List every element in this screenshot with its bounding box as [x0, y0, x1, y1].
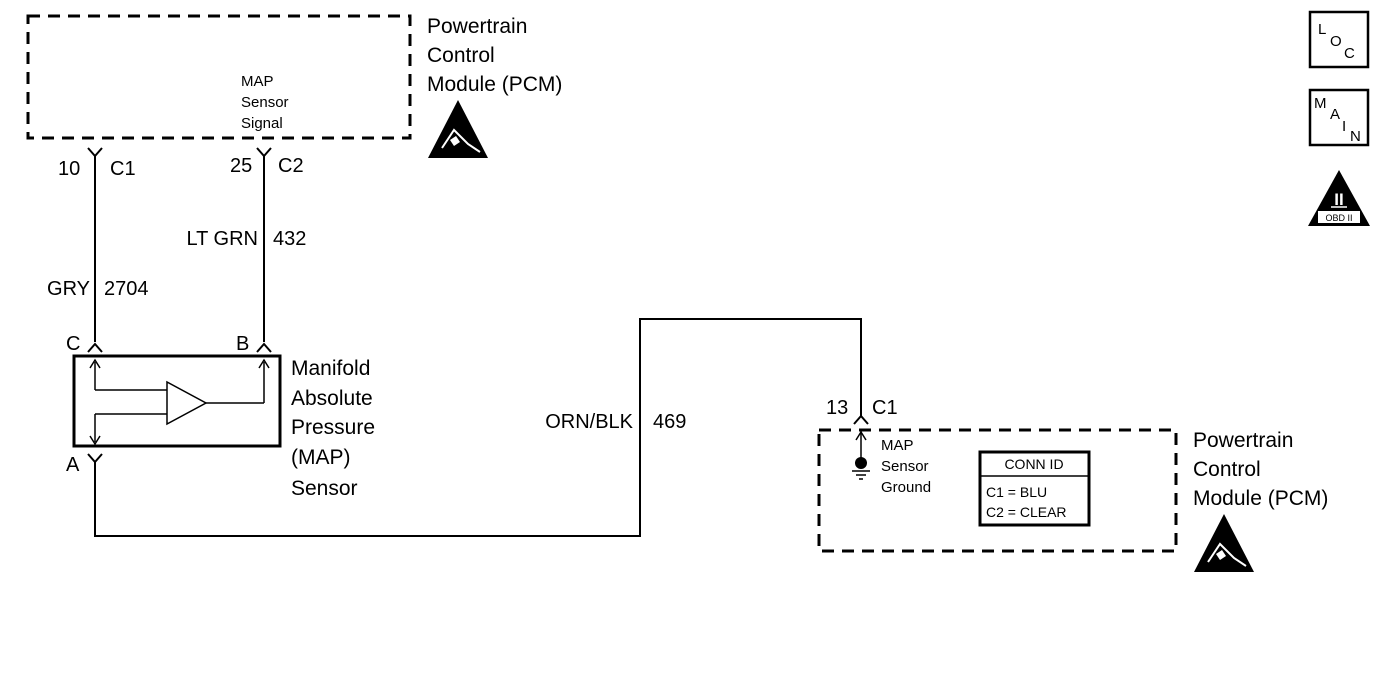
loc-letter-c: C — [1344, 45, 1355, 62]
main-letter-m: M — [1314, 95, 1327, 112]
pcm-bottom-title-3: Module (PCM) — [1193, 487, 1328, 510]
conn-id-row-1: C1 = BLU — [986, 484, 1047, 500]
sensor-pin-c-connector — [87, 342, 103, 353]
pcm-top-box — [26, 14, 412, 140]
main-letter-n: N — [1350, 128, 1361, 145]
wire-ornblk-469 — [94, 318, 862, 537]
sensor-pin-a-connector — [87, 453, 103, 464]
wire-gry-color: GRY — [47, 278, 90, 300]
conn-id-table — [978, 450, 1091, 527]
main-letter-a: A — [1330, 106, 1340, 123]
pcm-top-title-3: Module (PCM) — [427, 73, 562, 96]
obd-ii-icon[interactable]: II OBD II — [1308, 170, 1370, 226]
pcm-ground-label-2: Sensor — [881, 458, 929, 475]
main-badge[interactable]: M A I N — [1308, 88, 1370, 147]
wire-gry-circuit: 2704 — [104, 278, 149, 300]
wire-ltgrn-color: LT GRN — [187, 228, 259, 250]
pcm-signal-label-3: Signal — [241, 115, 283, 132]
sensor-pin-a-label: A — [66, 454, 80, 476]
pcm-top-title-1: Powertrain — [427, 15, 527, 38]
loc-letter-o: O — [1330, 33, 1342, 50]
amplifier-symbol — [89, 358, 270, 446]
pin-13-connector — [853, 414, 869, 425]
main-letter-i: I — [1342, 118, 1346, 135]
loc-badge[interactable]: L O C — [1308, 10, 1370, 69]
sensor-name-4: (MAP) — [291, 446, 351, 469]
conn-id-row-2: C2 = CLEAR — [986, 504, 1067, 520]
esd-warning-icon — [428, 100, 488, 158]
sensor-name-3: Pressure — [291, 416, 375, 439]
pin-10-number: 10 — [58, 158, 80, 180]
pcm-bottom-title-1: Powertrain — [1193, 429, 1293, 452]
pcm-top-title-2: Control — [427, 44, 495, 67]
pin-10-connector — [87, 147, 103, 158]
sensor-pin-b-label: B — [236, 333, 249, 355]
pcm-bottom-title-2: Control — [1193, 458, 1261, 481]
sensor-name-2: Absolute — [291, 387, 373, 410]
pcm-signal-label-2: Sensor — [241, 94, 289, 111]
pin-10-conn: C1 — [110, 158, 136, 180]
sensor-pin-b-connector — [256, 342, 272, 353]
wire-ornblk-circuit: 469 — [653, 411, 686, 433]
wire-ltgrn-circuit: 432 — [273, 228, 306, 250]
wire-ornblk-color: ORN/BLK — [545, 411, 633, 433]
esd-warning-icon — [1194, 514, 1254, 572]
map-sensor-box — [72, 354, 282, 448]
pin-13-number: 13 — [826, 397, 848, 419]
pin-25-conn: C2 — [278, 155, 304, 177]
sensor-name-5: Sensor — [291, 477, 358, 500]
conn-id-header: CONN ID — [1004, 456, 1063, 472]
pin-25-number: 25 — [230, 155, 252, 177]
pcm-ground-label-1: MAP — [881, 437, 914, 454]
ground-symbol-icon — [852, 430, 870, 480]
sensor-pin-c-label: C — [66, 333, 80, 355]
obd-ii-symbol: II — [1334, 190, 1343, 209]
obd-ii-label: OBD II — [1325, 213, 1352, 223]
loc-letter-l: L — [1318, 21, 1326, 38]
pin-13-conn: C1 — [872, 397, 898, 419]
pcm-ground-label-3: Ground — [881, 479, 931, 496]
pin-25-connector — [256, 147, 272, 158]
sensor-name-1: Manifold — [291, 357, 370, 380]
pcm-signal-label-1: MAP — [241, 73, 274, 90]
